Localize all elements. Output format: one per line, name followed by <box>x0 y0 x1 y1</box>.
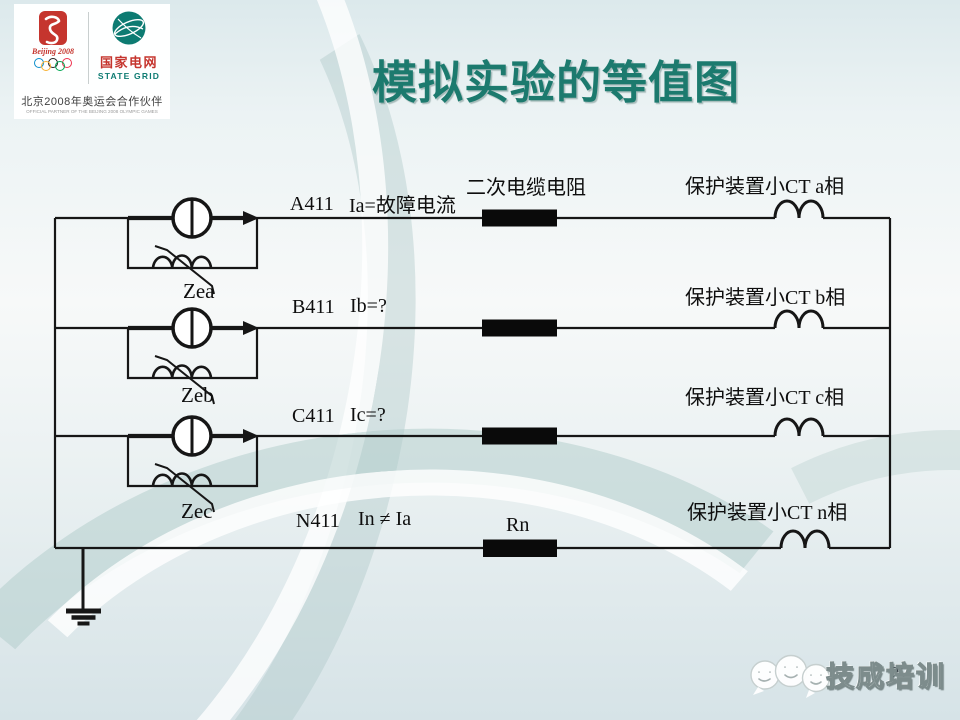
beijing-2008-emblem-icon <box>39 11 67 45</box>
current-arrow-icon <box>243 211 259 225</box>
impedance-label-zea: Zea <box>183 279 215 303</box>
rn-label: Rn <box>506 514 530 536</box>
chat-bubbles-icon <box>750 654 831 698</box>
beijing-2008-logo: Beijing 2008 <box>22 10 84 71</box>
current-label-in: In ≠ Ia <box>358 508 412 530</box>
state-grid-en: STATE GRID <box>97 71 161 81</box>
ct-coil-icon <box>773 417 825 437</box>
ct-coil-icon <box>773 309 825 329</box>
ct-label-n: 保护装置小CT n相 <box>687 502 848 524</box>
inductor-icon <box>151 364 213 379</box>
bus-label-b411: B411 <box>292 296 335 318</box>
current-arrow-icon <box>243 321 259 335</box>
resistor-icon <box>482 209 557 227</box>
ct-label-c: 保护装置小CT c相 <box>685 387 845 409</box>
resistor-icon <box>482 427 557 445</box>
logo-divider <box>88 12 89 84</box>
bus-label-a411: A411 <box>290 193 334 215</box>
current-arrow-icon <box>243 429 259 443</box>
inductor-icon <box>151 472 213 487</box>
variable-arrow-icon <box>154 355 215 405</box>
current-label-ia: Ia=故障电流 <box>349 195 456 217</box>
inductor-icon <box>151 254 213 269</box>
olympic-rings-icon <box>22 58 84 71</box>
ct-label-b: 保护装置小CT b相 <box>685 287 846 309</box>
phase-b-branch <box>55 307 890 405</box>
ct-coil-icon <box>773 199 825 219</box>
bus-label-c411: C411 <box>292 405 335 427</box>
neutral-branch <box>55 529 890 557</box>
sponsor-logo: Beijing 2008 国家电网 STATE GRID 北京2008年奥运会合… <box>14 4 170 119</box>
beijing-2008-script: Beijing 2008 <box>31 47 74 56</box>
ring-green <box>55 61 65 71</box>
impedance-label-zec: Zec <box>181 499 213 523</box>
ground-icon <box>66 548 101 626</box>
slide-title: 模拟实验的等值图 <box>372 58 741 108</box>
state-grid-logo: 国家电网 STATE GRID <box>94 10 164 81</box>
current-label-ib: Ib=? <box>350 295 387 317</box>
resistor-icon <box>483 539 557 557</box>
ct-label-a: 保护装置小CT a相 <box>685 176 845 198</box>
phase-a-branch <box>55 197 890 295</box>
page-number: 22 <box>890 663 910 685</box>
resistor-icon <box>482 319 557 337</box>
ct-coil-icon <box>779 529 831 549</box>
watermark-text: 技成培训 <box>825 660 947 692</box>
impedance-label-zeb: Zeb <box>181 383 214 407</box>
ring-yellow <box>41 61 51 71</box>
state-grid-cn: 国家电网 <box>99 55 158 70</box>
state-grid-globe-icon <box>112 11 146 45</box>
partner-line-cn: 北京2008年奥运会合作伙伴 <box>21 96 163 108</box>
partner-line-en: OFFICIAL PARTNER OF THE BEIJING 2008 OLY… <box>26 109 158 115</box>
cable-resistance-label: 二次电缆电阻 <box>466 177 586 199</box>
bus-label-n411: N411 <box>296 510 340 532</box>
phase-c-branch <box>55 415 890 513</box>
logo-row: Beijing 2008 国家电网 STATE GRID <box>16 10 168 88</box>
variable-arrow-icon <box>154 463 215 513</box>
current-label-ic: Ic=? <box>350 404 386 426</box>
variable-arrow-icon <box>154 245 215 295</box>
